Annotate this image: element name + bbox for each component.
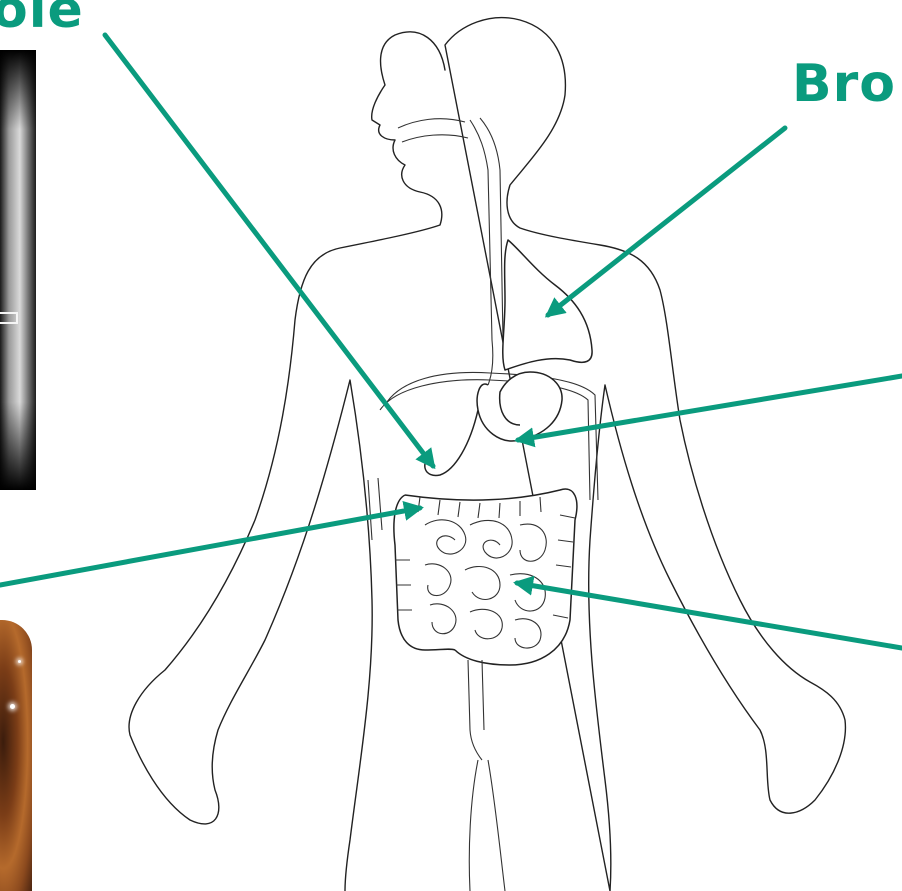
label-top-left: ole bbox=[0, 0, 84, 36]
arrow-colon bbox=[0, 508, 420, 585]
abdominal-line-left bbox=[368, 478, 382, 540]
arrow-stomach bbox=[518, 376, 902, 440]
arrow-top-left bbox=[105, 35, 433, 466]
body-outline bbox=[129, 18, 845, 891]
label-top-right: Bro bbox=[792, 58, 896, 110]
stomach bbox=[425, 372, 562, 475]
lung bbox=[503, 240, 592, 370]
esophagus bbox=[470, 118, 503, 385]
arrow-lung bbox=[548, 128, 785, 315]
pharynx bbox=[398, 119, 468, 142]
leg-outline bbox=[469, 760, 505, 891]
rectum bbox=[468, 660, 484, 760]
arrow-small-intestine bbox=[517, 583, 902, 648]
